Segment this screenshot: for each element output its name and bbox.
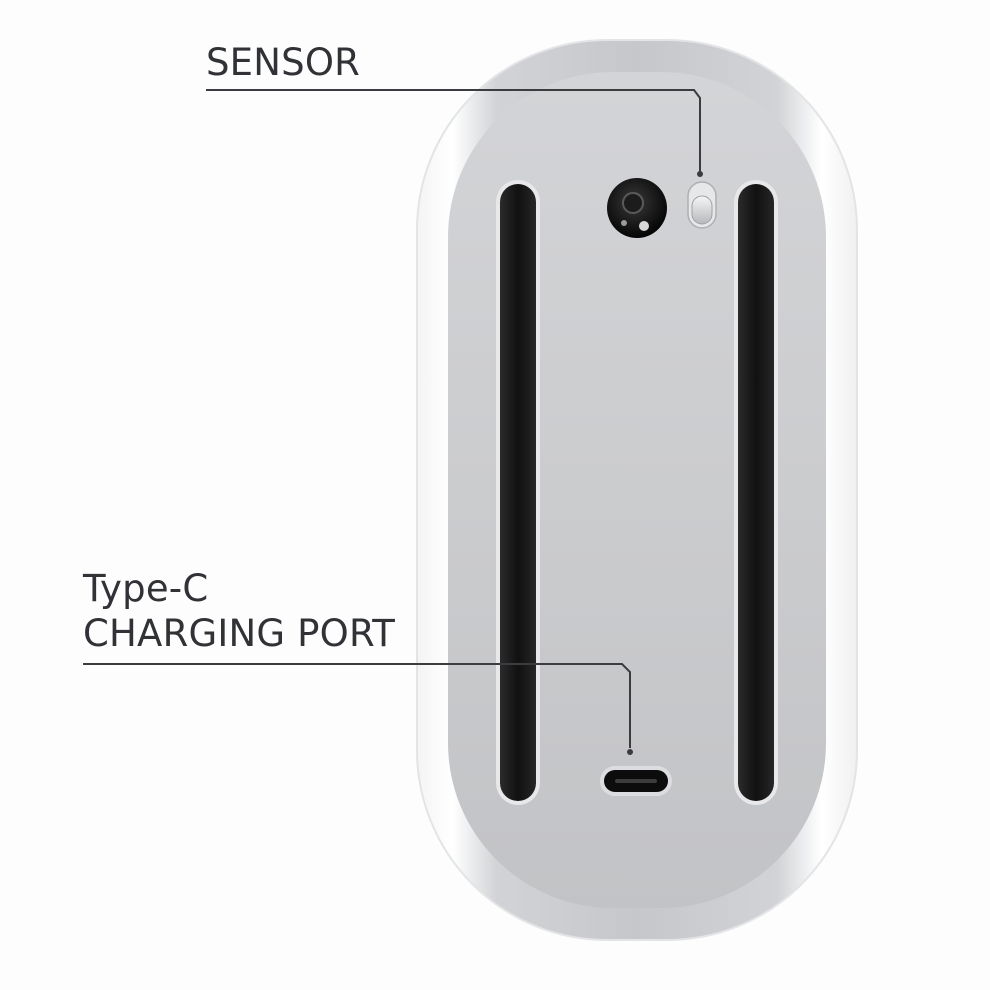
sensor-callout-line: [206, 89, 701, 172]
power-switch-icon: [687, 181, 717, 229]
usb-c-port-icon: [600, 766, 672, 796]
charging-port-callout-dot: [627, 749, 633, 755]
mouse-base-plate: [448, 72, 826, 908]
charging-port-label-type: Type-C: [83, 567, 209, 610]
left-glide-strip: [496, 180, 540, 805]
charging-port-callout-line: [83, 663, 631, 748]
charging-port-label-title: CHARGING PORT: [83, 612, 396, 655]
optical-sensor-icon: [607, 178, 667, 238]
right-glide-strip: [734, 180, 778, 805]
sensor-label: SENSOR: [206, 41, 361, 84]
sensor-callout-dot: [697, 171, 703, 177]
